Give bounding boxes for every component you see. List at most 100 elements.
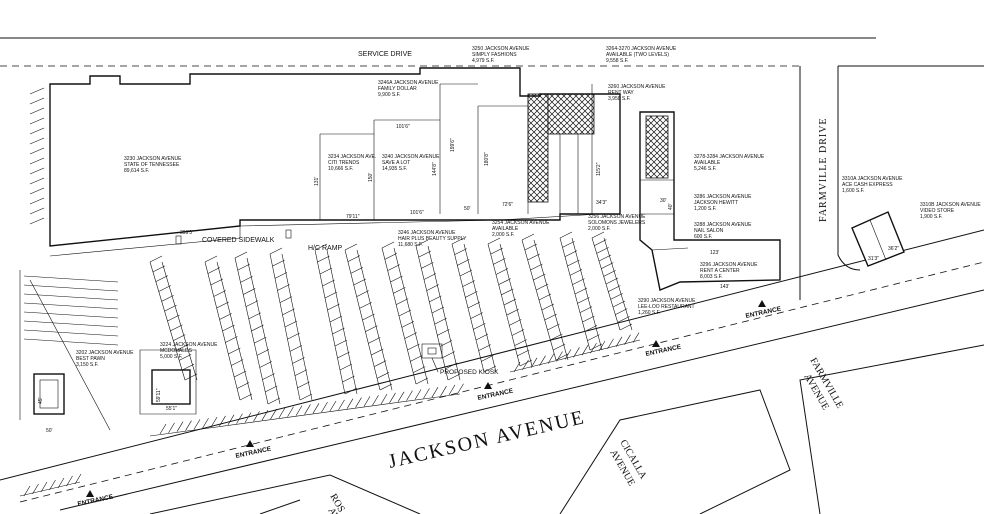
dimension-label: 50': [46, 428, 53, 434]
curb-stall: [372, 395, 379, 406]
dimension-label: 34'3": [596, 200, 607, 206]
curb-stall: [23, 485, 31, 497]
parking-stall: [451, 237, 465, 245]
parking-stall: [170, 324, 183, 332]
curb-stall: [564, 349, 572, 360]
parking-stall: [23, 284, 119, 292]
tenant-label-line: 3256 JACKSON AVENUE: [588, 214, 646, 220]
parking-stall: [29, 207, 45, 215]
parking-stall: [509, 319, 522, 326]
parking-stall: [390, 275, 403, 283]
curb-stall: [389, 392, 396, 404]
parking-stall: [530, 263, 543, 271]
best-pawn-building: [33, 373, 65, 415]
parking-stall: [572, 278, 585, 285]
covered-sidewalk-label: COVERED SIDEWALK: [202, 237, 275, 244]
parking-stall: [29, 197, 45, 205]
curb-stall: [253, 411, 260, 422]
parking-stall: [256, 349, 270, 356]
curb-stall: [547, 353, 555, 364]
parking-stall: [356, 290, 369, 297]
parking-stall: [210, 278, 223, 286]
parking-stall: [407, 343, 420, 351]
main-building: [49, 67, 621, 257]
dimension-label: 101'6": [410, 210, 424, 216]
tenant-label-line: SIMPLY FASHIONS: [472, 52, 517, 58]
parking-stall: [538, 293, 552, 301]
parking-stall: [350, 267, 363, 274]
parking-stall: [404, 332, 417, 339]
parking-stall: [29, 157, 45, 165]
parking-stall: [591, 231, 605, 239]
parking-stall: [344, 387, 358, 395]
curb-stall: [556, 351, 563, 362]
curb-stall: [598, 340, 606, 352]
parking-stall: [245, 300, 259, 307]
entrance-label: ENTRANCE: [477, 387, 514, 401]
parking-stall: [204, 255, 218, 263]
parking-stall: [410, 355, 423, 362]
tenant-label-line: 3288 JACKSON AVENUE: [694, 222, 752, 228]
parking-stall: [601, 262, 614, 269]
tenant-label-line: 3296 JACKSON AVENUE: [700, 262, 758, 268]
curb-stall: [159, 423, 167, 435]
parking-stall: [487, 237, 501, 245]
parking-stall: [365, 325, 378, 332]
curb-stall: [210, 416, 218, 428]
parking-stall: [322, 279, 335, 287]
parking-stall: [327, 303, 340, 311]
parking-stall: [179, 354, 192, 361]
parking-stall: [23, 329, 119, 337]
parking-stall: [29, 187, 45, 195]
parking-stall: [374, 360, 387, 367]
parking-stall: [181, 363, 195, 371]
curb-stall: [632, 332, 640, 343]
parking-stall: [23, 311, 119, 319]
proposed-kiosk-label: PROPOSED KIOSK: [440, 369, 499, 376]
tenant-label-line: 3310A JACKSON AVENUE: [842, 176, 903, 182]
parking-row-edge: [161, 261, 198, 381]
parking-stall: [29, 137, 45, 145]
curb-stall: [74, 473, 82, 485]
parking-stall: [544, 313, 557, 321]
parking-stall: [610, 293, 623, 300]
parking-stall: [445, 362, 458, 370]
parking-stall: [29, 117, 45, 125]
parking-stalls: [23, 87, 633, 405]
parking-stall: [524, 243, 537, 251]
curb-stall: [530, 357, 538, 368]
entrance-arrow-icon: [652, 340, 660, 347]
tenant-label-line: 1,200 S.F.: [694, 206, 717, 212]
tenant-label-line: 3290 JACKSON AVENUE: [638, 298, 696, 304]
parking-stall: [314, 243, 328, 251]
parking-stall: [262, 373, 275, 380]
curb-stall: [32, 483, 39, 495]
parking-stall: [519, 359, 533, 367]
tenant-label-line: 89,614 S.F.: [124, 168, 149, 174]
parking-stall: [379, 383, 393, 391]
parking-stall: [155, 275, 168, 282]
curb-stall: [346, 398, 354, 409]
tenant-label-line: 3230 JACKSON AVENUE: [124, 156, 182, 162]
parking-stall: [339, 363, 353, 371]
parking-stall: [619, 323, 633, 331]
parking-row-edge: [603, 237, 633, 331]
parking-stall: [553, 343, 566, 351]
tenant-label-line: 8,003 S.F.: [700, 274, 723, 280]
parking-stall: [371, 348, 384, 356]
parking-stall: [337, 351, 350, 359]
dimension-label: 50': [464, 206, 471, 212]
parking-stall: [216, 301, 229, 309]
parking-stall: [297, 381, 310, 389]
parking-stall: [161, 295, 174, 302]
proposed-kiosk: [421, 343, 443, 373]
parking-stall: [421, 262, 434, 269]
tenant-label-line: FAMILY DOLLAR: [378, 86, 417, 92]
parking-stall: [483, 365, 497, 373]
entrance-arrow-icon: [484, 382, 492, 389]
parking-stall: [234, 251, 248, 259]
parking-row-edge: [281, 253, 313, 401]
parking-stall: [470, 312, 483, 319]
parking-stall: [240, 276, 253, 283]
